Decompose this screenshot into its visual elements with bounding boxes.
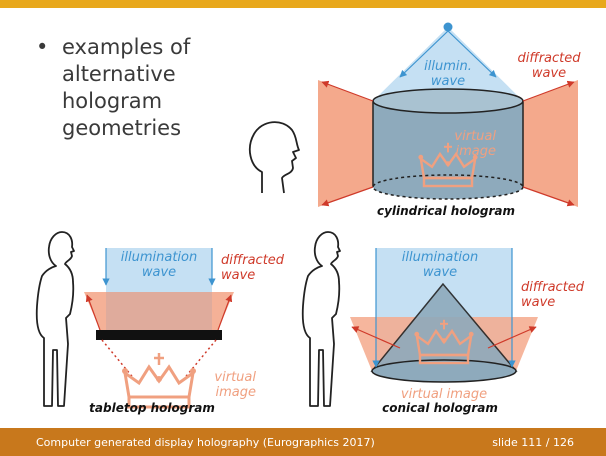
cyl-illum-label-1: illumin. [424, 59, 472, 74]
cyl-illumination-cone [373, 27, 523, 101]
tabletop-virtual-label-2: image [216, 385, 257, 400]
top-accent-bar [0, 0, 606, 8]
cyl-virtual-label-2: image [456, 144, 497, 159]
slide-counter: slide 111 / 126 [492, 436, 574, 449]
bullet-text: examples of alternative hologram geometr… [62, 35, 191, 140]
bullet-dot: • [36, 35, 49, 59]
cyl-diffracted-label-1: diffracted [517, 51, 581, 66]
point-light-source [443, 22, 453, 32]
head-silhouette-icon [248, 121, 300, 194]
cone-base [371, 359, 517, 383]
footer-bar: Computer generated display holography (E… [0, 428, 606, 456]
tabletop-caption: tabletop hologram [89, 401, 215, 415]
tabletop-illum-label-1: illumination [121, 250, 197, 265]
cyl-virtual-label-1: virtual [454, 129, 496, 144]
tabletop-diagram: illumination wave diffracted wave virtua… [84, 248, 285, 415]
cyl-diffracted-label-2: wave [532, 66, 566, 81]
conical-illum-label-1: illumination [402, 250, 478, 265]
cyl-illum-label-2: wave [431, 74, 465, 89]
conical-diffracted-label-2: wave [521, 295, 555, 310]
cyl-diffracted-left [318, 80, 373, 207]
tabletop-illum-label-2: wave [142, 265, 176, 280]
cylindrical-diagram: illumin. wave diffracted wave virtual im… [318, 22, 581, 218]
tabletop-illumination-region [106, 248, 212, 292]
footer-title: Computer generated display holography (E… [36, 436, 375, 449]
cylinder-top [372, 88, 524, 114]
conical-diffracted-label-1: diffracted [521, 280, 585, 295]
tabletop-plate [96, 330, 222, 340]
tabletop-diffracted-label-2: wave [221, 268, 255, 283]
cyl-caption: cylindrical hologram [377, 204, 515, 218]
conical-diagram: illumination wave diffracted wave virtua… [350, 248, 585, 415]
cyl-diffracted-right [523, 80, 578, 207]
tabletop-virtual-label-1: virtual [214, 370, 256, 385]
hologram-diagrams: illumin. wave diffracted wave virtual im… [35, 22, 585, 415]
tabletop-crown-icon [120, 351, 198, 409]
conical-illum-label-2: wave [423, 265, 457, 280]
person-silhouette-icon [35, 231, 75, 407]
conical-caption: conical hologram [382, 401, 498, 415]
conical-virtual-label: virtual image [401, 387, 487, 402]
tabletop-diffracted-label-1: diffracted [221, 253, 285, 268]
person-silhouette-icon [301, 231, 341, 407]
